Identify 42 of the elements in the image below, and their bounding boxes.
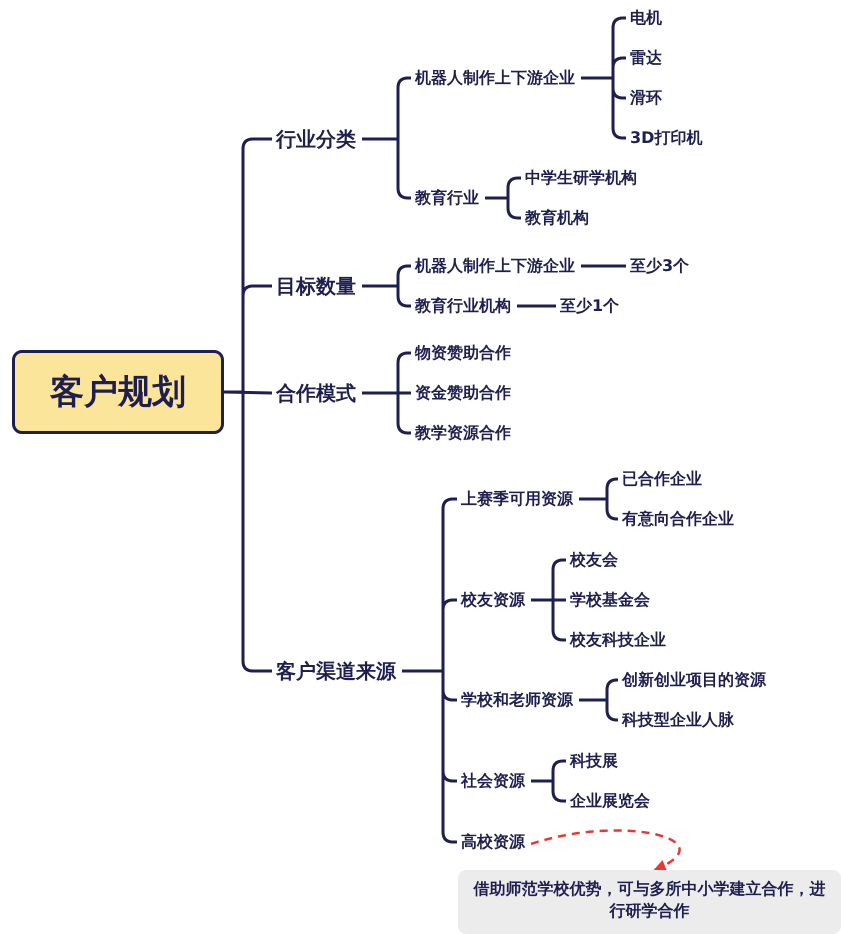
subtopic: 社会资源	[461, 771, 525, 791]
subtopic: 已合作企业	[622, 469, 702, 489]
branch-topic: 合作模式	[276, 381, 356, 405]
subtopic: 学校基金会	[570, 590, 650, 610]
subtopic: 教育行业	[415, 188, 479, 208]
subtopic: 电机	[630, 8, 662, 28]
subtopic: 校友资源	[461, 590, 525, 610]
subtopic: 滑环	[630, 88, 662, 108]
connector-line	[581, 264, 626, 268]
connector-line	[362, 392, 411, 434]
subtopic: 校友科技企业	[570, 630, 666, 650]
subtopic: 教育行业机构	[415, 296, 511, 316]
branch-topic: 行业分类	[276, 127, 356, 151]
connector-line	[517, 304, 556, 308]
subtopic: 企业展览会	[570, 791, 650, 811]
subtopic: 校友会	[570, 550, 618, 570]
connector-line	[362, 138, 411, 200]
branch-topic: 目标数量	[276, 274, 356, 298]
branch-topic: 客户渠道来源	[276, 659, 396, 683]
subtopic: 科技型企业人脉	[622, 710, 734, 730]
connector-line	[485, 196, 521, 220]
note-box: 借助师范学校优势，可与多所中小学建立合作，进行研学合作	[458, 870, 841, 934]
subtopic: 创新创业项目的资源	[622, 670, 766, 690]
subtopic: 高校资源	[461, 832, 525, 852]
subtopic: 有意向合作企业	[622, 509, 734, 529]
subtopic: 机器人制作上下游企业	[415, 68, 575, 88]
subtopic: 科技展	[570, 751, 618, 771]
root-topic-box: 客户规划	[12, 350, 224, 434]
dashed-arrow	[530, 829, 681, 872]
subtopic: 中学生研学机构	[525, 168, 637, 188]
subtopic: 机器人制作上下游企业	[415, 256, 575, 276]
subtopic: 至少1个	[560, 296, 620, 316]
subtopic: 物资赞助合作	[415, 343, 511, 363]
subtopic: 教学资源合作	[415, 423, 511, 443]
subtopic: 雷达	[630, 48, 662, 68]
subtopic: 3D打印机	[630, 128, 702, 148]
subtopic: 资金赞助合作	[415, 383, 511, 403]
subtopic: 教育机构	[525, 208, 589, 228]
subtopic: 至少3个	[630, 256, 690, 276]
subtopic: 学校和老师资源	[461, 690, 573, 710]
subtopic: 上赛季可用资源	[461, 489, 573, 509]
connector-line	[362, 284, 411, 308]
